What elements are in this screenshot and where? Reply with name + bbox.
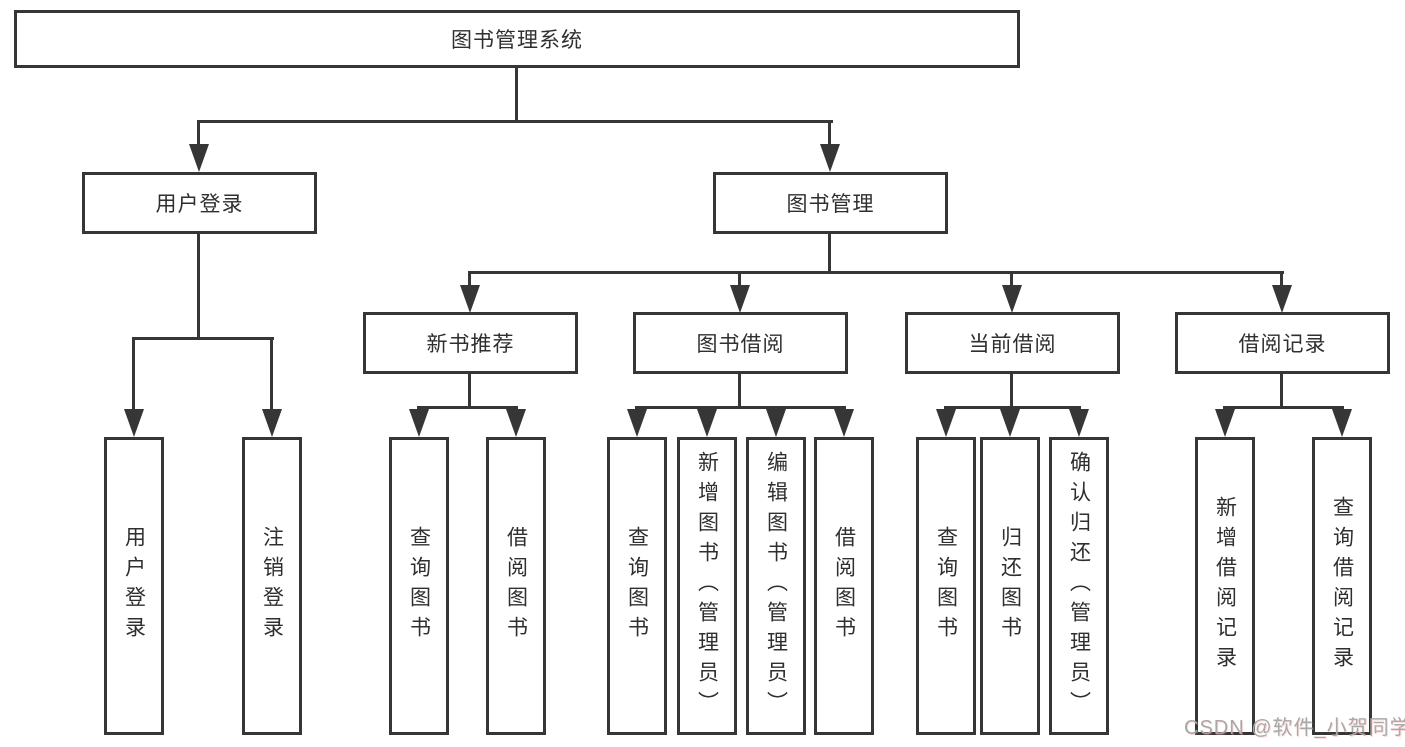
node-label: 当前借阅 <box>968 333 1057 356</box>
node-label: 注销登录 <box>260 526 284 646</box>
arrow-down <box>730 285 750 313</box>
arrow-down <box>627 409 647 437</box>
node-query-books: 查询图书 <box>607 437 667 735</box>
node-borrowing-records: 借阅记录 <box>1175 312 1390 374</box>
node-label: 新增借阅记录 <box>1213 496 1237 676</box>
node-label: 图书管理 <box>786 193 875 216</box>
node-query-books: 查询图书 <box>389 437 449 735</box>
node-label: 用户登录 <box>155 193 244 216</box>
node-label: 用户登录 <box>122 526 146 646</box>
node-label: 查询图书 <box>407 526 431 646</box>
node-user-login-leaf: 用户登录 <box>104 437 164 735</box>
connector-line <box>828 120 831 150</box>
node-library-management-system: 图书管理系统 <box>14 10 1020 68</box>
connector-line <box>197 120 833 123</box>
node-label: 图书管理系统 <box>451 29 583 52</box>
connector-line <box>197 120 200 150</box>
connector-line <box>132 337 135 415</box>
node-borrow-books: 借阅图书 <box>486 437 546 735</box>
arrow-down <box>1002 285 1022 313</box>
arrow-down <box>409 409 429 437</box>
node-label: 借阅图书 <box>504 526 528 646</box>
node-label: 查询图书 <box>934 526 958 646</box>
connector-line <box>828 234 831 274</box>
node-label: 借阅记录 <box>1238 333 1327 356</box>
connector-line <box>738 374 741 409</box>
node-book-borrowing: 图书借阅 <box>633 312 848 374</box>
node-book-management: 图书管理 <box>713 172 948 234</box>
node-label: 查询借阅记录 <box>1330 496 1354 676</box>
csdn-watermark: CSDN @软件_小贺同学 <box>1184 717 1405 739</box>
arrow-down <box>460 285 480 313</box>
connector-line <box>635 406 846 409</box>
arrow-down <box>124 409 144 437</box>
node-add-books-admin: 新增图书（管理员） <box>677 437 737 735</box>
connector-line <box>1223 406 1344 409</box>
node-new-book-recommendation: 新书推荐 <box>363 312 578 374</box>
node-add-borrow-record: 新增借阅记录 <box>1195 437 1255 735</box>
node-label: 借阅图书 <box>832 526 856 646</box>
node-edit-books-admin: 编辑图书（管理员） <box>746 437 806 735</box>
arrow-down <box>189 144 209 172</box>
node-confirm-return-admin: 确认归还（管理员） <box>1049 437 1109 735</box>
arrow-down <box>1272 285 1292 313</box>
node-query-borrow-record: 查询借阅记录 <box>1312 437 1372 735</box>
arrow-down <box>1332 409 1352 437</box>
connector-line <box>944 406 1081 409</box>
node-current-borrowing: 当前借阅 <box>905 312 1120 374</box>
arrow-down <box>506 409 526 437</box>
connector-line <box>270 337 273 415</box>
node-label: 查询图书 <box>625 526 649 646</box>
connector-line <box>197 234 200 340</box>
node-label: 归还图书 <box>998 526 1022 646</box>
connector-line <box>417 406 518 409</box>
arrow-down <box>697 409 717 437</box>
node-label: 确认归还（管理员） <box>1067 451 1091 721</box>
connector-line <box>468 271 471 289</box>
node-label: 图书借阅 <box>696 333 785 356</box>
arrow-down <box>262 409 282 437</box>
connector-line <box>468 374 471 409</box>
node-user-login: 用户登录 <box>82 172 317 234</box>
arrow-down <box>820 144 840 172</box>
arrow-down <box>1069 409 1089 437</box>
connector-line <box>738 271 741 289</box>
connector-line <box>1010 271 1013 289</box>
connector-line <box>1280 374 1283 409</box>
arrow-down <box>766 409 786 437</box>
arrow-down <box>1215 409 1235 437</box>
node-query-books: 查询图书 <box>916 437 976 735</box>
arrow-down <box>936 409 956 437</box>
node-label: 编辑图书（管理员） <box>764 451 788 721</box>
connector-line <box>468 271 1284 274</box>
connector-line <box>515 68 518 123</box>
node-logout: 注销登录 <box>242 437 302 735</box>
connector-line <box>1280 271 1283 289</box>
node-borrow-books: 借阅图书 <box>814 437 874 735</box>
connector-line <box>132 337 274 340</box>
node-label: 新增图书（管理员） <box>695 451 719 721</box>
arrow-down <box>1000 409 1020 437</box>
node-label: 新书推荐 <box>426 333 515 356</box>
arrow-down <box>834 409 854 437</box>
node-return-books: 归还图书 <box>980 437 1040 735</box>
connector-line <box>1010 374 1013 409</box>
